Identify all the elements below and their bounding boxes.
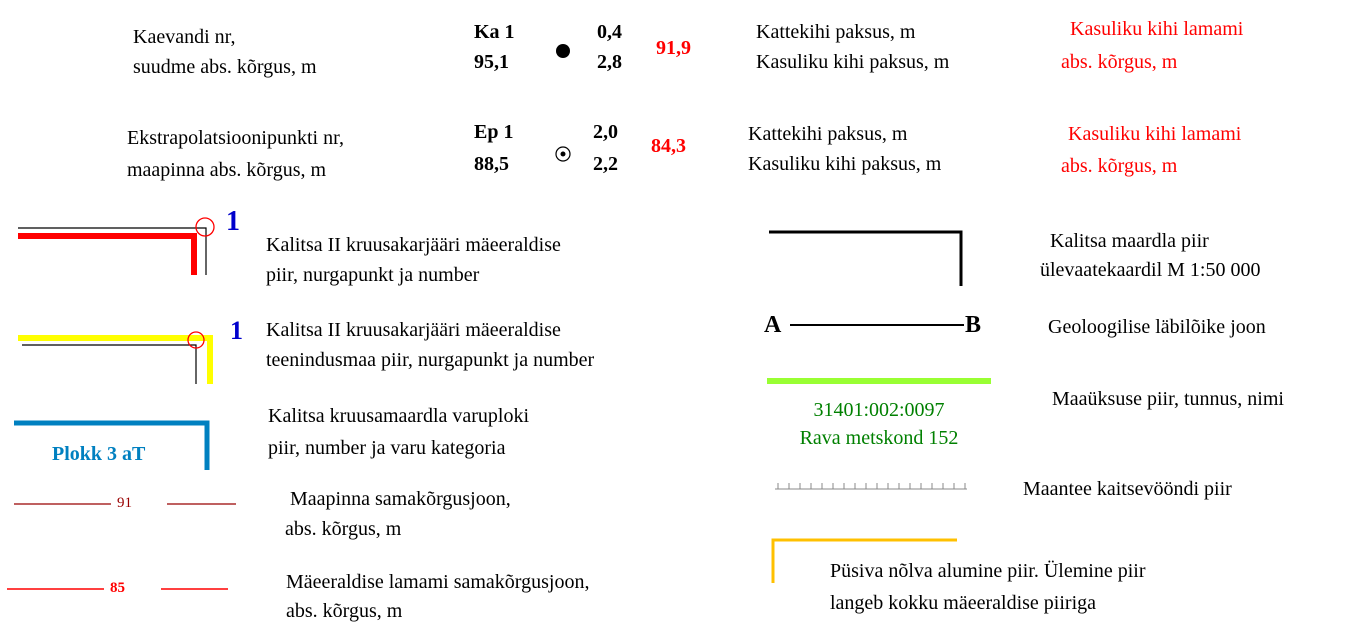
excavation-bottom-value: 2,8 <box>597 51 622 73</box>
excavation-point-symbol <box>556 44 570 58</box>
extrapolation-desc-line2: Kasuliku kihi paksus, m <box>748 153 942 175</box>
excavation-base-line1: Kasuliku kihi lamami <box>1070 18 1244 40</box>
extrapolation-base-line1: Kasuliku kihi lamami <box>1068 123 1242 145</box>
parcel-boundary-label: Maaüksuse piir, tunnus, nimi <box>1052 388 1284 410</box>
extrapolation-base-value: 84,3 <box>651 135 686 157</box>
service-boundary-line2: teenindusmaa piir, nurgapunkt ja number <box>266 349 595 371</box>
reserve-block-boundary-symbol <box>14 420 210 470</box>
ground-contour-line1: Maapinna samakõrgusjoon, <box>290 488 511 510</box>
claim-corner-circle <box>195 217 215 237</box>
base-contour-value: 85 <box>110 580 125 596</box>
extrapolation-id: Ep 1 <box>474 121 514 143</box>
extrapolation-elevation: 88,5 <box>474 153 509 175</box>
excavation-label-line2: suudme abs. kõrgus, m <box>133 56 317 78</box>
claim-boundary-line1: Kalitsa II kruusakarjääri mäeeraldise <box>266 234 561 256</box>
slope-boundary-line2: langeb kokku mäeeraldise piiriga <box>830 592 1097 614</box>
base-contour-line2: abs. kõrgus, m <box>286 600 403 622</box>
excavation-id: Ka 1 <box>474 21 515 43</box>
extrapolation-label-line2: maapinna abs. kõrgus, m <box>127 159 327 181</box>
excavation-desc-line2: Kasuliku kihi paksus, m <box>756 51 950 73</box>
reserve-block-label: Plokk 3 aT <box>52 443 146 465</box>
parcel-code: 31401:002:0097 <box>813 399 945 421</box>
excavation-desc-line1: Kattekihi paksus, m <box>756 21 916 43</box>
deposit-boundary-symbol <box>769 230 963 286</box>
base-contour-line1: Mäeeraldise lamami samakõrgusjoon, <box>286 571 590 593</box>
ground-contour-value: 91 <box>117 495 132 511</box>
road-protection-zone-label: Maantee kaitsevööndi piir <box>1023 478 1232 500</box>
claim-boundary-line2: piir, nurgapunkt ja number <box>266 264 480 286</box>
slope-boundary-symbol <box>771 538 957 583</box>
section-start-label: A <box>764 312 782 338</box>
service-corner-number: 1 <box>230 316 243 345</box>
reserve-block-line2: piir, number ja varu kategoria <box>268 437 506 459</box>
extrapolation-point-symbol <box>555 146 571 162</box>
service-land-boundary-symbol <box>18 331 213 384</box>
service-corner-circle <box>187 331 205 349</box>
parcel-name: Rava metskond 152 <box>799 427 959 449</box>
ground-contour-line2: abs. kõrgus, m <box>285 518 402 540</box>
excavation-top-value: 0,4 <box>597 21 622 43</box>
extrapolation-desc-line1: Kattekihi paksus, m <box>748 123 908 145</box>
extrapolation-label-line1: Ekstrapolatsioonipunkti nr, <box>127 127 344 149</box>
claim-boundary-symbol <box>18 217 215 275</box>
extrapolation-bottom-value: 2,2 <box>593 153 618 175</box>
extrapolation-top-value: 2,0 <box>593 121 618 143</box>
reserve-block-line1: Kalitsa kruusamaardla varuploki <box>268 405 530 427</box>
service-boundary-line1: Kalitsa II kruusakarjääri mäeeraldise <box>266 319 561 341</box>
deposit-boundary-line2: ülevaatekaardil M 1:50 000 <box>1040 259 1261 281</box>
excavation-base-line2: abs. kõrgus, m <box>1061 51 1178 73</box>
road-protection-zone-symbol <box>775 483 967 490</box>
section-line-label: Geoloogilise läbilõike joon <box>1048 316 1266 338</box>
excavation-base-value: 91,9 <box>656 37 691 59</box>
claim-corner-number: 1 <box>226 206 240 237</box>
excavation-label-line1: Kaevandi nr, <box>133 26 236 48</box>
section-end-label: B <box>965 312 982 338</box>
slope-boundary-line1: Püsiva nõlva alumine piir. Ülemine piir <box>830 560 1146 582</box>
excavation-elevation: 95,1 <box>474 51 509 73</box>
extrapolation-base-line2: abs. kõrgus, m <box>1061 155 1178 177</box>
deposit-boundary-line1: Kalitsa maardla piir <box>1050 230 1209 252</box>
